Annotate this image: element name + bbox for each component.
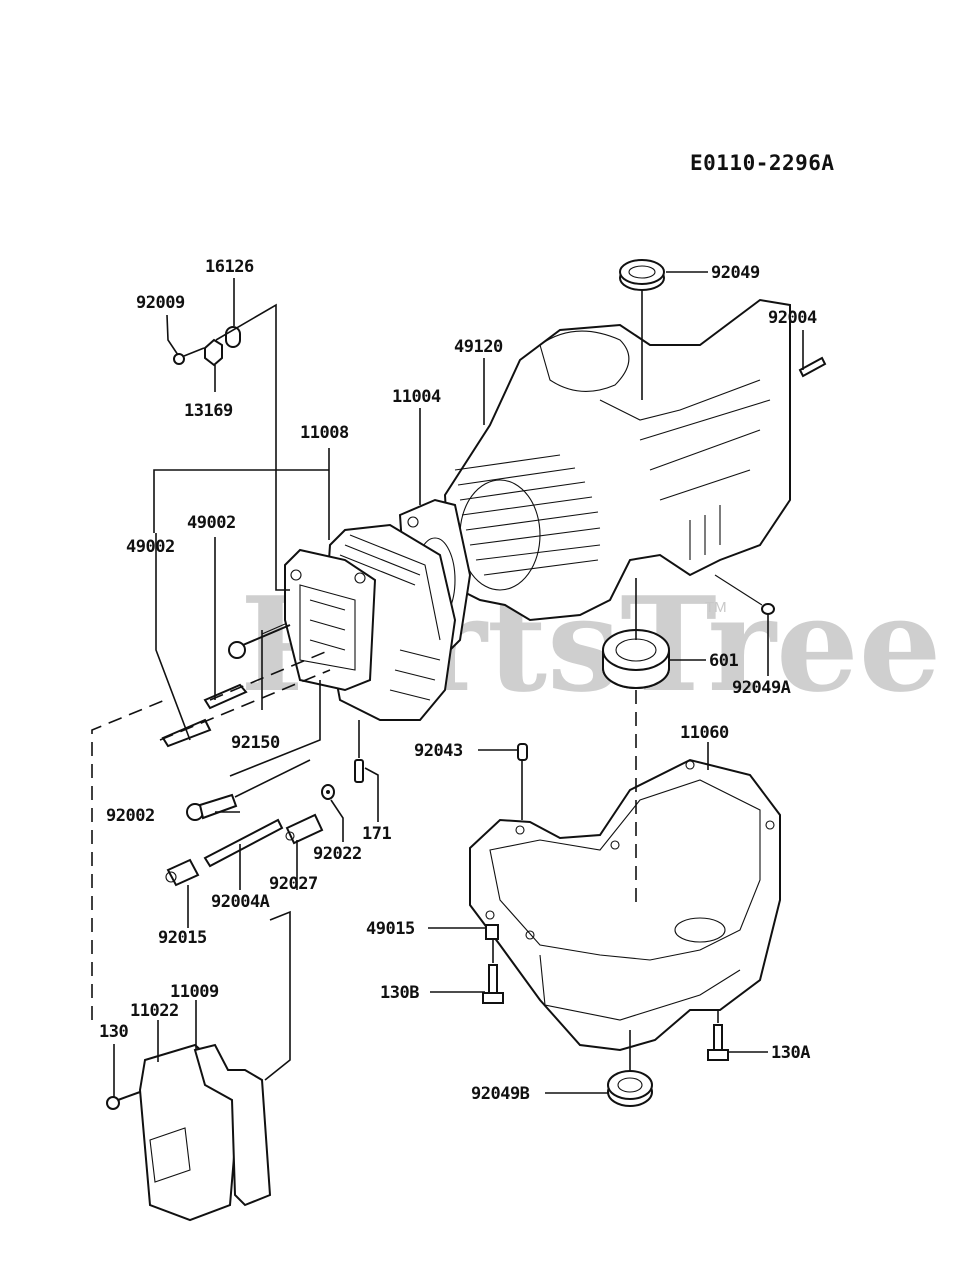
- head-bolt[interactable]: [228, 623, 291, 659]
- part-label-130B[interactable]: 130B: [380, 983, 420, 1003]
- part-label-130A[interactable]: 130A: [771, 1043, 811, 1063]
- part-label-49002-a[interactable]: 49002: [187, 513, 236, 533]
- part-label-49015[interactable]: 49015: [366, 919, 415, 939]
- leader-lines: [113, 271, 804, 1098]
- rocker-cover-bolt[interactable]: [106, 1091, 141, 1110]
- part-label-16126[interactable]: 16126: [205, 257, 254, 277]
- part-label-49002-b[interactable]: 49002: [126, 537, 175, 557]
- part-label-92150[interactable]: 92150: [231, 733, 280, 753]
- part-label-11004[interactable]: 11004: [392, 387, 441, 407]
- part-label-92027[interactable]: 92027: [269, 874, 318, 894]
- part-label-11060[interactable]: 11060: [680, 723, 729, 743]
- part-label-92043[interactable]: 92043: [414, 741, 463, 761]
- bearing-601[interactable]: [602, 578, 670, 905]
- part-label-92022[interactable]: 92022: [313, 844, 362, 864]
- rocker-cover-gasket[interactable]: [193, 1043, 272, 1207]
- part-label-92004[interactable]: 92004: [768, 308, 817, 328]
- part-label-92015[interactable]: 92015: [158, 928, 207, 948]
- washer-92022[interactable]: [321, 784, 335, 800]
- stud-92002[interactable]: [186, 759, 311, 821]
- collar-92027[interactable]: [285, 813, 324, 845]
- part-label-130[interactable]: 130: [99, 1022, 129, 1042]
- part-label-11009[interactable]: 11009: [170, 982, 219, 1002]
- part-label-92049[interactable]: 92049: [711, 263, 760, 283]
- oil-seal-bottom[interactable]: [607, 1030, 653, 1107]
- bolt-130B[interactable]: [482, 940, 504, 1004]
- crankcase[interactable]: [443, 298, 791, 622]
- part-label-92049B[interactable]: 92049B: [471, 1084, 530, 1104]
- stud-92004A[interactable]: [203, 818, 284, 868]
- cylinder-head[interactable]: [284, 523, 457, 721]
- plug-92049A[interactable]: [714, 574, 775, 615]
- nut-92015[interactable]: [165, 858, 200, 887]
- watermark-trademark: TM: [705, 599, 727, 616]
- diagram-reference-code: E0110-2296A: [690, 151, 835, 175]
- part-label-171[interactable]: 171: [362, 824, 392, 844]
- dowel-49015[interactable]: [485, 924, 499, 940]
- breather-plate[interactable]: [204, 326, 241, 367]
- part-label-601[interactable]: 601: [709, 651, 739, 671]
- pushrod-short[interactable]: [203, 683, 248, 710]
- part-label-92009[interactable]: 92009: [136, 293, 185, 313]
- breather-screw[interactable]: [173, 347, 205, 365]
- part-label-11022[interactable]: 11022: [130, 1001, 179, 1021]
- pushrod-long[interactable]: [161, 718, 212, 748]
- part-label-11008[interactable]: 11008: [300, 423, 349, 443]
- bolt-130A[interactable]: [707, 1010, 729, 1061]
- part-label-92049A[interactable]: 92049A: [732, 678, 791, 698]
- oil-seal-top[interactable]: [619, 259, 665, 400]
- part-label-13169[interactable]: 13169: [184, 401, 233, 421]
- part-label-92002[interactable]: 92002: [106, 806, 155, 826]
- dowel-92043[interactable]: [517, 743, 528, 820]
- oil-pan[interactable]: [469, 758, 781, 1052]
- part-label-49120[interactable]: 49120: [454, 337, 503, 357]
- stud-92004[interactable]: [798, 356, 827, 378]
- part-label-92004A[interactable]: 92004A: [211, 892, 270, 912]
- pin-171[interactable]: [354, 720, 364, 783]
